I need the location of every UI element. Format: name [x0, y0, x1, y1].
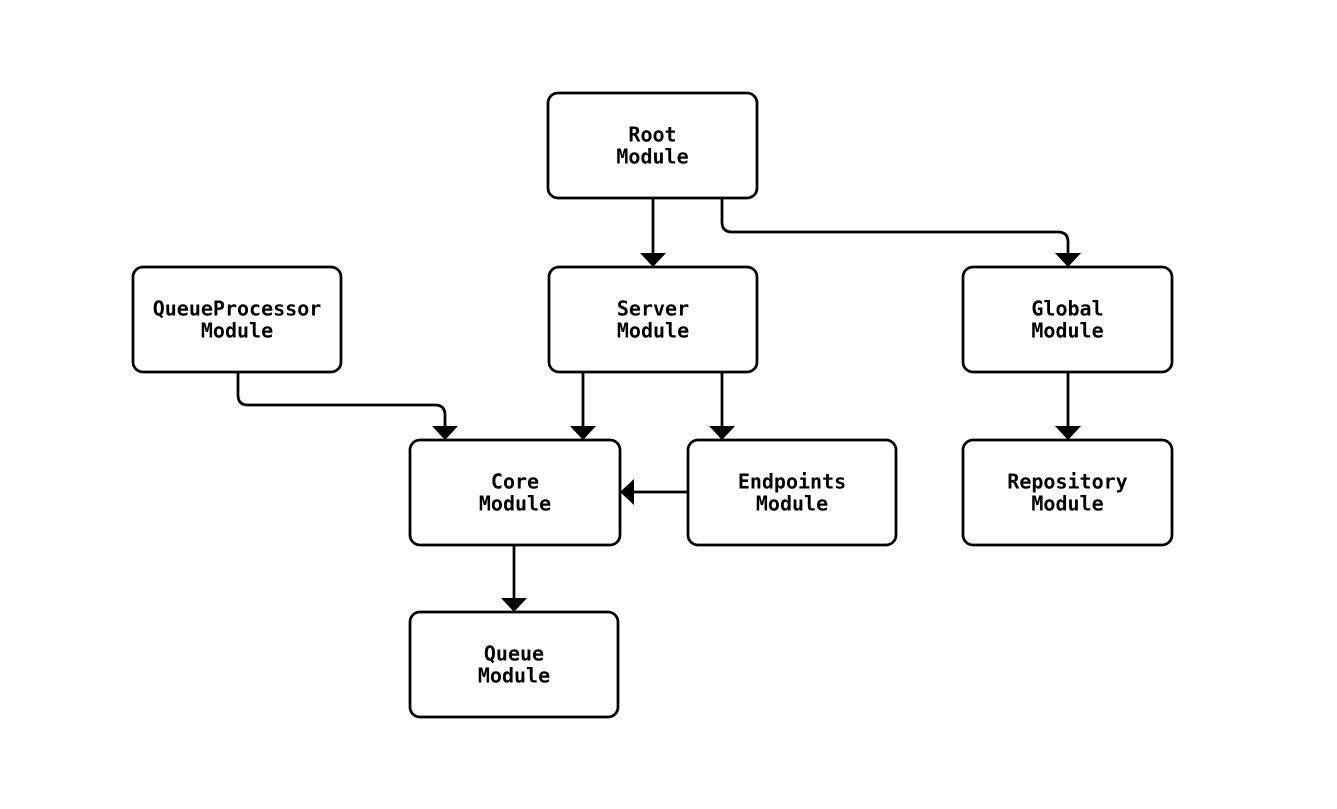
arrowhead-icon: [1055, 253, 1081, 267]
arrowhead-icon: [620, 479, 634, 505]
edge-root-global: [720, 198, 1081, 267]
arrowhead-icon: [570, 426, 596, 440]
arrowhead-icon: [709, 426, 735, 440]
edge-queueprocessor-core: [236, 372, 458, 440]
node-global-box: [961, 265, 1174, 374]
arrowhead-icon: [501, 598, 527, 612]
arrowhead-icon: [432, 426, 458, 440]
edge-global-repository: [1055, 372, 1081, 440]
node-repository-box: [961, 438, 1174, 547]
arrowhead-icon: [640, 253, 666, 267]
node-server-box: [547, 265, 759, 374]
edge-endpoints-core: [620, 479, 688, 505]
node-endpoints-box: [686, 438, 898, 547]
edge-core-queue: [501, 545, 527, 612]
node-queueprocessor-box: [131, 265, 343, 374]
edge-server-endpoints: [709, 372, 735, 440]
node-core-box: [408, 438, 622, 547]
node-queue-box: [408, 610, 620, 719]
arrowhead-icon: [1055, 426, 1081, 440]
edge-server-core: [570, 372, 596, 440]
edge-root-server: [640, 198, 666, 267]
node-root-box: [546, 91, 759, 200]
